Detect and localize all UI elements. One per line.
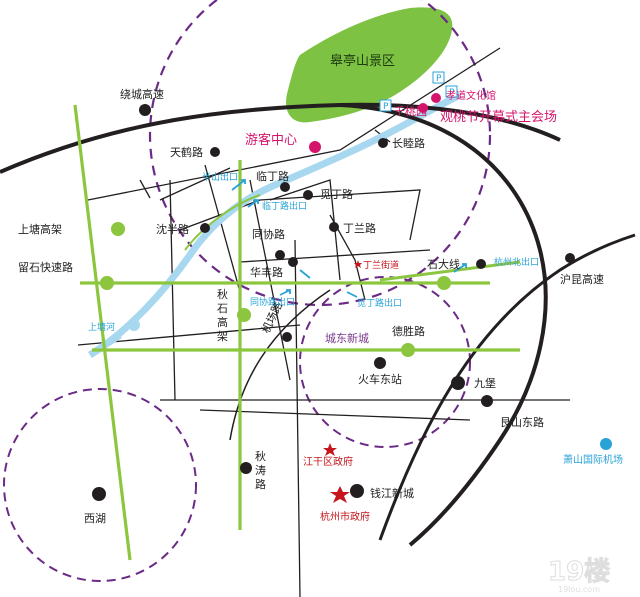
node-lingding [280, 182, 290, 192]
road-label-huafeng: 华丰路 [250, 265, 283, 279]
green-node-desheng [401, 343, 415, 357]
range-circle-xihu [3, 388, 197, 582]
airport-label: 萧山国际机场 [563, 453, 623, 466]
road-label-hulin: 沪昆高速 [560, 272, 604, 286]
area-label-xihu: 西湖 [84, 512, 106, 525]
jianggan-gov-label: 江干区政府 [303, 455, 353, 468]
parking-label-1: P [436, 74, 442, 84]
exit-label-mianding: 觅丁路出口 [357, 297, 402, 309]
xiaodao-dot [431, 93, 441, 103]
node-jiubao [451, 376, 465, 390]
node-hz-north [476, 259, 486, 269]
road-label-changsui: 长睦路 [392, 137, 425, 150]
peach-garden-label: 千桃园 [394, 104, 427, 118]
jichang-road [229, 289, 331, 441]
parking-icons: P P P [379, 71, 458, 112]
green-node-shangtang [111, 222, 125, 236]
road-label-lingding: 临丁路 [256, 169, 289, 183]
dinglan-star [354, 260, 362, 268]
station-label-east: 火车东站 [358, 372, 402, 386]
xiaodao-label: 孝道文化馆 [446, 89, 496, 102]
visitor-center-dot [309, 141, 321, 153]
hulin-expressway [378, 233, 636, 541]
road-label-qiushi-3: 高 [217, 315, 228, 329]
node-mianding [303, 190, 313, 200]
green-node-liushi [100, 276, 114, 290]
watermark-subtext: 19lou.com [558, 585, 600, 594]
node-qiutao [240, 462, 252, 474]
road-label-shenban: 沈半路 [156, 222, 189, 236]
node-dinglan [329, 222, 339, 232]
road-label-qiushi-2: 石 [217, 302, 228, 315]
scenic-area [286, 7, 453, 123]
node-huafeng [288, 257, 298, 267]
shida-line [379, 260, 521, 282]
parking-label-2: P [449, 88, 455, 98]
area-label-jiubao: 九堡 [474, 376, 496, 390]
raocheng-expressway [0, 102, 561, 174]
node-east-station [374, 357, 386, 369]
jiqian-overlay [184, 194, 261, 251]
node-jiqian [282, 332, 292, 342]
road-label-dinglan: 丁兰路 [343, 222, 376, 235]
road-label-shangtang-river: 上塘河 [88, 321, 115, 333]
road-label-qiutao-3: 路 [255, 478, 266, 491]
node-genshan [481, 395, 493, 407]
watermark: 19楼 19lou.com [548, 557, 611, 595]
green-node-shida [437, 276, 451, 290]
range-circle-chengdong [299, 276, 471, 448]
shangtang-river [88, 91, 462, 358]
hangzhou-gov-star [330, 486, 350, 503]
jianggan-gov-star [323, 443, 337, 456]
road-label-qiushi-1: 秋 [217, 287, 228, 301]
green-node-qiushi [237, 308, 251, 322]
black-nodes [92, 104, 575, 501]
raocheng-arc [339, 103, 548, 547]
node-tongxie [275, 250, 285, 260]
parking-label-3: P [383, 102, 389, 112]
opening-venue-label: 观桃节开幕式主会场 [440, 110, 557, 125]
node-shenban [200, 223, 210, 233]
exit-arrows [231, 179, 467, 298]
node-tianhe [210, 147, 220, 157]
area-label-chengdong: 城东新城 [325, 331, 369, 345]
local-roads [77, 47, 570, 597]
road-label-liushi: 留石快速路 [18, 261, 73, 274]
road-label-shida: 石大线 [427, 257, 460, 271]
road-label-tianhe: 天鹤路 [170, 145, 203, 159]
node-raocheng [139, 104, 151, 116]
road-label-mianding: 觅丁路 [320, 188, 353, 201]
watermark-text: 19楼 [548, 557, 610, 587]
exit-label-banshan: 半山出口 [202, 171, 238, 183]
shangtang-viaduct [73, 104, 132, 561]
area-label-qianjiang: 钱江新城 [370, 486, 414, 500]
road-label-qiutao-2: 涛 [255, 463, 266, 477]
scenic-area-label: 皋亭山景区 [330, 53, 395, 69]
airport-dot [600, 438, 612, 450]
exit-label-dinglan-street: 丁兰街道 [363, 259, 399, 271]
exit-label-hangzhou-north: 杭州北出口 [494, 256, 539, 268]
road-label-genshan: 艮山东路 [500, 416, 544, 429]
road-label-desheng: 德胜路 [392, 324, 425, 338]
node-xihu [92, 487, 106, 501]
river-node [128, 319, 140, 331]
peach-garden-dot [418, 103, 428, 113]
road-label-qiutao-1: 秋 [255, 449, 266, 463]
node-qianjiang [350, 484, 364, 498]
hangzhou-gov-label: 杭州市政府 [320, 510, 370, 523]
range-circle-north [148, 0, 492, 307]
road-label-shangtang-viaduct: 上塘高架 [18, 222, 62, 236]
road-label-qiushi-4: 架 [217, 330, 228, 343]
node-changsui [378, 138, 388, 148]
visitor-center-label: 游客中心 [245, 132, 297, 148]
road-label-raocheng: 绕城高速 [120, 87, 164, 101]
exit-label-lingding: 临丁路出口 [262, 200, 307, 212]
exit-label-tongxie: 同协路出口 [250, 296, 295, 308]
node-hulin [565, 253, 575, 263]
green-nodes [100, 222, 451, 357]
road-label-tongxie: 同协路 [252, 227, 285, 241]
